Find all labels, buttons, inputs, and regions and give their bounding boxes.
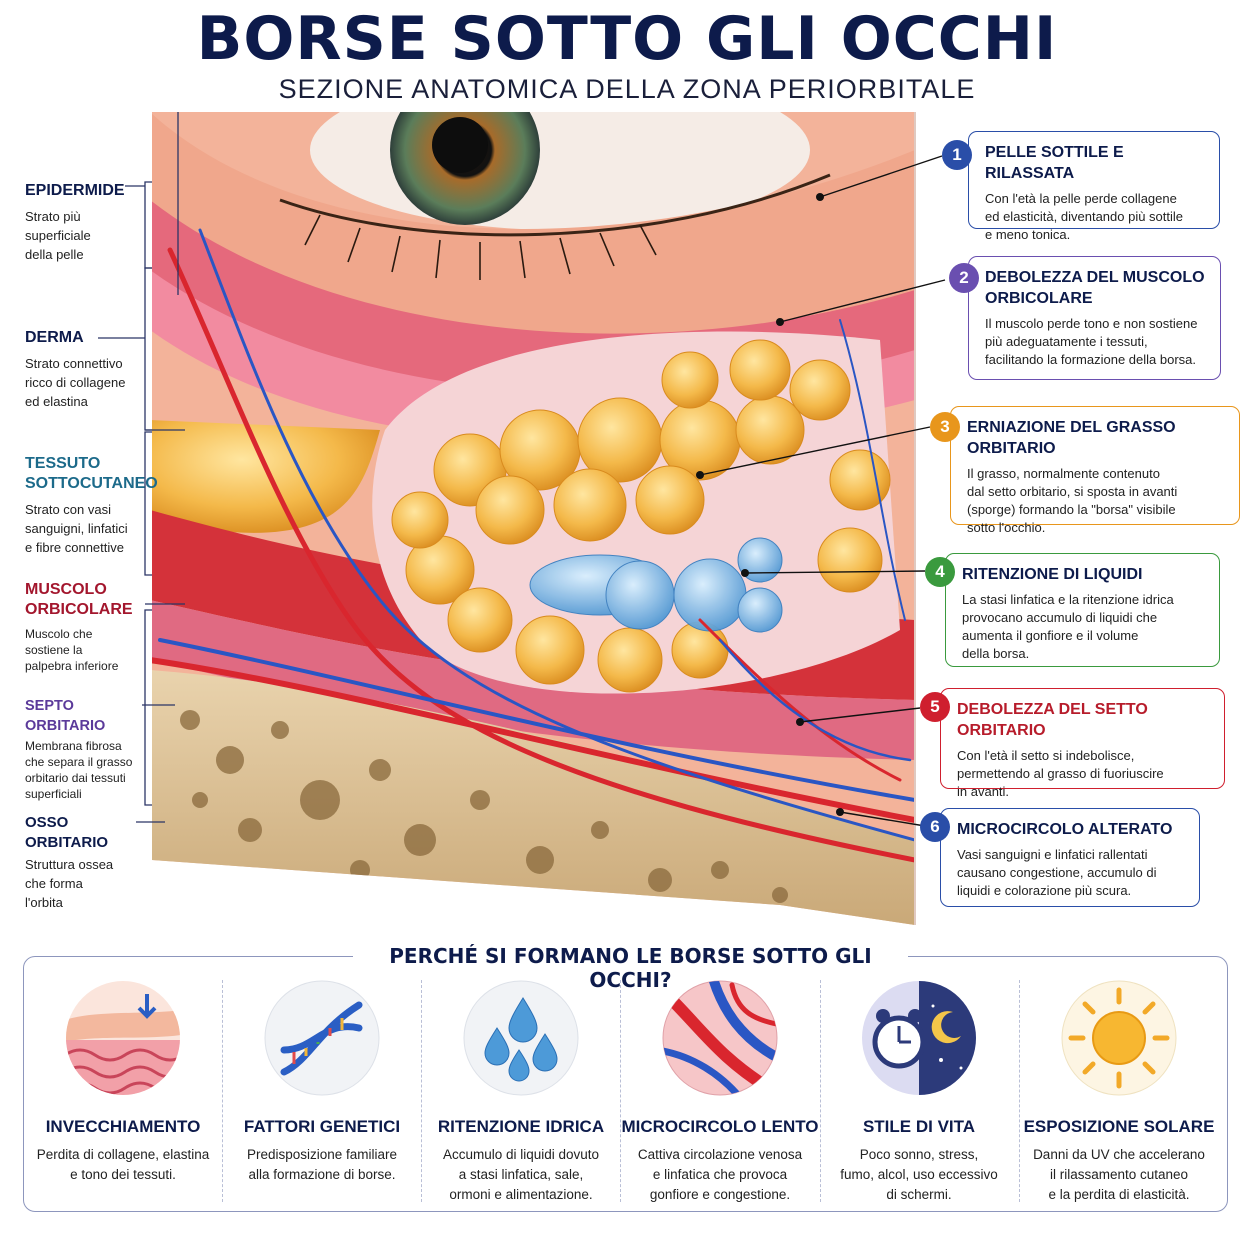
cause-ritenzione-idrica: RITENZIONE IDRICA Accumulo di liquidi do… <box>422 975 620 1205</box>
clock-moon-icon <box>862 981 976 1095</box>
cause-title: MICROCIRCOLO LENTO <box>621 1117 819 1136</box>
badge-number: 2 <box>949 263 979 293</box>
label-title: TESSUTO SOTTOCUTANEO <box>25 455 158 492</box>
dna-icon <box>264 980 380 1096</box>
blood-vessels-icon <box>662 980 778 1096</box>
card-debolezza-muscolo: DEBOLEZZA DEL MUSCOLO ORBICOLARE Il musc… <box>968 256 1221 380</box>
card-desc: Il muscolo perde tono e non sostiene più… <box>985 316 1198 367</box>
card-desc: Il grasso, normalmente contenuto dal set… <box>967 466 1178 535</box>
label-title: EPIDERMIDE <box>25 182 125 199</box>
cause-invecchiamento: INVECCHIAMENTO Perdita di collagene, ela… <box>24 975 222 1205</box>
badge-number: 1 <box>942 140 972 170</box>
label-title: DERMA <box>25 329 84 346</box>
card-title: ERNIAZIONE DEL GRASSO ORBITARIO <box>967 419 1176 457</box>
card-title: DEBOLEZZA DEL MUSCOLO ORBICOLARE <box>985 269 1205 307</box>
card-title: MICROCIRCOLO ALTERATO <box>957 821 1173 838</box>
divider <box>1019 980 1021 1202</box>
label-tessuto-sottocutaneo: TESSUTO SOTTOCUTANEO Strato con vasi san… <box>25 454 158 557</box>
badge-number: 5 <box>920 692 950 722</box>
card-ritenzione-liquidi: RITENZIONE DI LIQUIDI La stasi linfatica… <box>945 553 1220 667</box>
card-desc: Con l'età la pelle perde collagene ed el… <box>985 191 1184 242</box>
label-septo-orbitario: SEPTO ORBITARIO Membrana fibrosa che sep… <box>25 696 150 802</box>
divider <box>820 980 822 1202</box>
cause-title: INVECCHIAMENTO <box>45 1117 201 1136</box>
card-desc: Con l'età il setto si indebolisce, perme… <box>957 748 1164 799</box>
label-desc: Strato connettivo ricco di collagene ed … <box>25 356 126 409</box>
label-desc: Strato con vasi sanguigni, linfatici e f… <box>25 502 128 555</box>
label-desc: Muscolo che sostiene la palpebra inferio… <box>25 627 119 673</box>
label-title: SEPTO ORBITARIO <box>25 698 106 734</box>
cause-stile-di-vita: STILE DI VITA Poco sonno, stress, fumo, … <box>820 975 1018 1205</box>
label-osso-orbitario: OSSO ORBITARIO Struttura ossea che forma… <box>25 813 150 912</box>
label-epidermide: EPIDERMIDE Strato più superficiale della… <box>25 181 150 264</box>
label-desc: Membrana fibrosa che separa il grasso or… <box>25 739 133 801</box>
label-muscolo-orbicolare: MUSCOLO ORBICOLARE Muscolo che sostiene … <box>25 580 150 674</box>
label-desc: Strato più superficiale della pelle <box>25 209 91 262</box>
card-pelle-sottile: PELLE SOTTILE E RILASSATA Con l'età la p… <box>968 131 1220 242</box>
badge-number: 3 <box>930 412 960 442</box>
divider <box>421 980 423 1202</box>
cause-title: STILE DI VITA <box>862 1117 976 1136</box>
causes-title: PERCHÉ SI FORMANO LE BORSE SOTTO GLI OCC… <box>353 944 908 992</box>
card-title: DEBOLEZZA DEL SETTO ORBITARIO <box>957 701 1148 739</box>
cause-desc: Poco sonno, stress, fumo, alcol, uso ecc… <box>840 1147 998 1202</box>
page-subtitle: SEZIONE ANATOMICA DELLA ZONA PERIORBITAL… <box>278 74 976 104</box>
cause-fattori-genetici: FATTORI GENETICI Predisposizione familia… <box>223 975 421 1205</box>
card-debolezza-setto: DEBOLEZZA DEL SETTO ORBITARIO Con l'età … <box>940 688 1225 799</box>
label-derma: DERMA Strato connettivo ricco di collage… <box>25 328 150 411</box>
cause-desc: Accumulo di liquidi dovuto a stasi linfa… <box>442 1147 600 1202</box>
badge-number: 6 <box>920 812 950 842</box>
divider <box>620 980 622 1202</box>
cause-desc: Predisposizione familiare alla formazion… <box>246 1147 398 1182</box>
badge-number: 4 <box>925 557 955 587</box>
label-title: MUSCOLO ORBICOLARE <box>25 581 133 618</box>
card-microcircolo-alterato: MICROCIRCOLO ALTERATO Vasi sanguigni e l… <box>940 808 1200 907</box>
label-desc: Struttura ossea che forma l'orbita <box>25 857 114 910</box>
cause-desc: Perdita di collagene, elastina e tono de… <box>36 1147 210 1182</box>
card-title: RITENZIONE DI LIQUIDI <box>962 566 1143 583</box>
aging-skin-icon <box>66 981 180 1095</box>
card-title: PELLE SOTTILE E RILASSATA <box>985 144 1124 182</box>
cause-title: RITENZIONE IDRICA <box>437 1117 605 1136</box>
card-erniazione-grasso: ERNIAZIONE DEL GRASSO ORBITARIO Il grass… <box>950 406 1240 535</box>
divider <box>222 980 224 1202</box>
cause-microcircolo-lento: MICROCIRCOLO LENTO Cattiva circolazione … <box>621 975 819 1205</box>
cause-desc: Danni da UV che accelerano il rilassamen… <box>1033 1147 1205 1202</box>
cause-desc: Cattiva circolazione venosa e linfatica … <box>637 1147 803 1202</box>
water-drops-icon <box>463 980 579 1096</box>
cause-title: ESPOSIZIONE SOLARE <box>1023 1117 1215 1136</box>
card-desc: La stasi linfatica e la ritenzione idric… <box>962 592 1174 661</box>
cause-title: FATTORI GENETICI <box>243 1117 401 1136</box>
card-desc: Vasi sanguigni e linfatici rallentati ca… <box>957 847 1157 898</box>
label-title: OSSO ORBITARIO <box>25 814 109 851</box>
sun-icon <box>1061 980 1177 1096</box>
anatomical-section-illustration <box>98 112 946 925</box>
page-title: BORSE SOTTO GLI OCCHI <box>196 4 1058 74</box>
cause-esposizione-solare: ESPOSIZIONE SOLARE Danni da UV che accel… <box>1020 975 1218 1205</box>
